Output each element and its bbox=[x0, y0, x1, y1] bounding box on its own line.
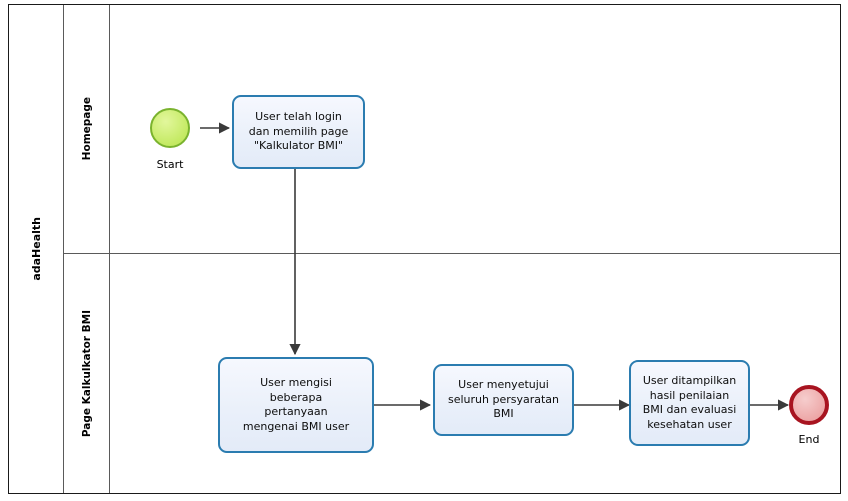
task-1-label: User telah login dan memilih page "Kalku… bbox=[248, 110, 349, 153]
task-user-mengisi-pertanyaan[interactable]: User mengisi beberapa pertanyaan mengena… bbox=[218, 357, 374, 453]
task-user-menyetujui-persyaratan[interactable]: User menyetujui seluruh persyaratan BMI bbox=[433, 364, 574, 436]
pool-adahealth: adaHealth Homepage Page Kalkulkator BMI bbox=[8, 4, 841, 494]
start-event[interactable] bbox=[150, 108, 190, 148]
pool-header: adaHealth bbox=[9, 5, 64, 493]
task-user-ditampilkan-hasil[interactable]: User ditampilkan hasil penilaian BMI dan… bbox=[629, 360, 750, 446]
start-event-label: Start bbox=[156, 158, 184, 171]
task-3-label: User menyetujui seluruh persyaratan BMI bbox=[447, 378, 560, 421]
task-2-label: User mengisi beberapa pertanyaan mengena… bbox=[242, 376, 350, 433]
task-user-telah-login[interactable]: User telah login dan memilih page "Kalku… bbox=[232, 95, 365, 169]
end-event[interactable] bbox=[789, 385, 829, 425]
lane-header-kalkulator-bmi: Page Kalkulkator BMI bbox=[64, 254, 110, 493]
task-4-label: User ditampilkan hasil penilaian BMI dan… bbox=[642, 374, 737, 431]
lane-homepage: Homepage bbox=[64, 5, 840, 254]
lane-header-homepage: Homepage bbox=[64, 5, 110, 253]
end-event-label: End bbox=[798, 433, 820, 446]
lane-kalkulator-bmi: Page Kalkulkator BMI bbox=[64, 254, 840, 493]
